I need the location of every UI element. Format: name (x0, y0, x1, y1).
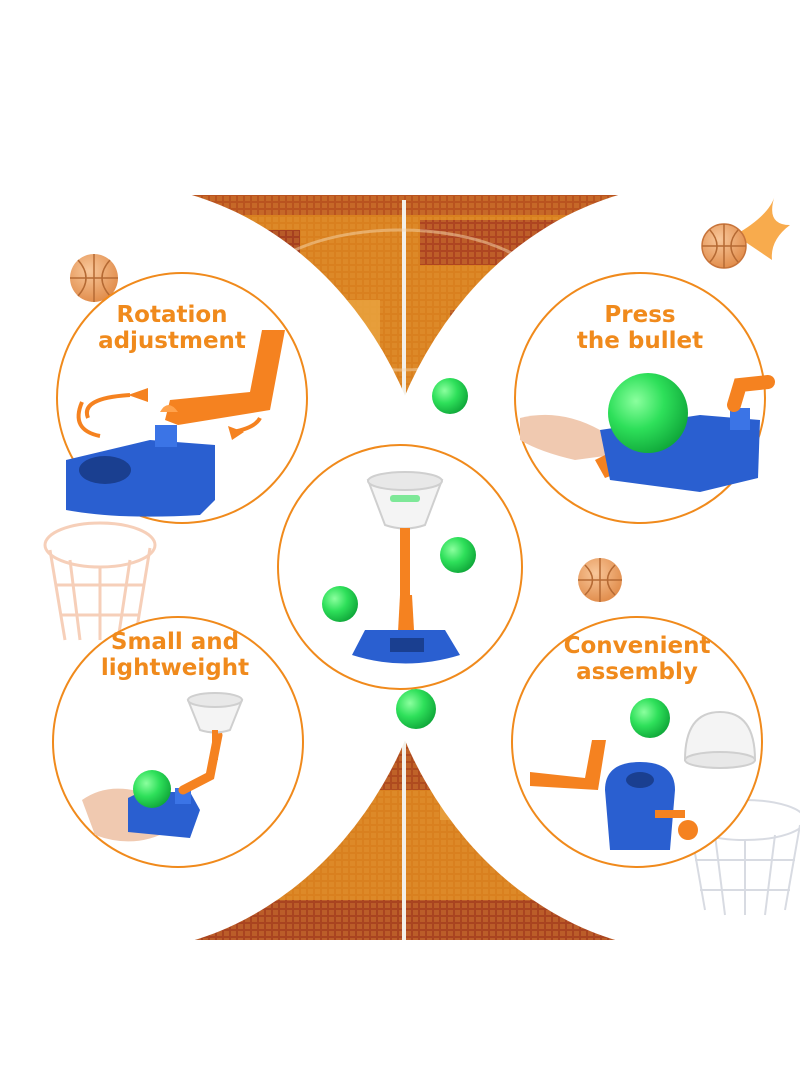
feature-label-line: Small and (110, 629, 240, 655)
background-hoop-left (43, 521, 157, 641)
basketball-icon (70, 254, 118, 302)
feature-circle-assembly (511, 616, 763, 868)
green-ball-icon (322, 586, 358, 622)
feature-label-rotation: Rotation adjustment (82, 302, 262, 355)
feature-label-line: Rotation (116, 302, 228, 328)
rotation-toy-illustration (66, 330, 285, 517)
feature-label-press: Press the bullet (555, 302, 725, 355)
small-toy-illustration (82, 692, 244, 842)
green-ball-icon (608, 373, 688, 453)
green-ball-icon (630, 698, 670, 738)
feature-label-line: lightweight (100, 654, 250, 681)
press-toy-illustration (520, 373, 775, 492)
green-ball-icon (396, 689, 436, 729)
green-ball-icon (133, 770, 171, 808)
feature-label-line: Convenient (563, 633, 711, 659)
feature-label-small: Small and lightweight (85, 629, 265, 682)
basketball-icon (578, 558, 622, 602)
green-ball-icon (440, 537, 476, 573)
feature-label-assembly: Convenient assembly (547, 633, 727, 686)
center-launcher-illustration (322, 471, 476, 664)
feature-label-line: Press (604, 302, 676, 328)
feature-label-line: assembly (576, 658, 698, 685)
feature-label-line: adjustment (98, 327, 246, 354)
green-ball-icon (432, 378, 468, 414)
flaming-basketball-icon (701, 195, 790, 269)
assembly-parts-illustration (530, 698, 757, 850)
feature-label-line: the bullet (576, 327, 704, 354)
